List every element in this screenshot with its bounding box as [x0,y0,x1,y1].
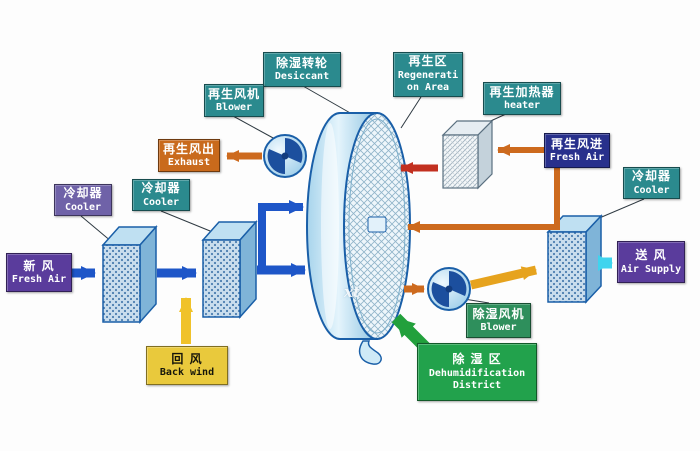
dehumid-fan-blade [431,282,449,307]
heater-front [442,134,479,189]
arrow-cooler2-to-wheel-upper [258,200,304,266]
leader-cooler-right [596,198,645,220]
label-exhaust-zh: 再生风出 [162,141,215,156]
regen-blower-fan [263,134,307,178]
label-exhaust-en: Exhaust [167,157,211,169]
label-dehumid-district: 除 湿 区 Dehumidification District [417,343,537,401]
dehumid-blower-fan [427,267,471,311]
wheel-seal-flap [358,340,382,365]
label-cooler-2: 冷却器 Cooler [132,179,190,211]
label-exhaust: 再生风出 Exhaust [158,139,220,172]
label-desiccant-wheel: 除湿转轮 Desiccant [263,52,341,87]
label-dehumid-district-en1: Dehumidification [428,367,526,379]
label-cooler-1-zh: 冷却器 [63,186,103,200]
label-desiccant-en: Desiccant [274,71,330,83]
label-dehumid-blower-en: Blower [480,322,517,334]
label-cooler-2-en: Cooler [142,196,180,208]
cooler-1-side [139,225,157,324]
wheel-highlight [321,123,339,329]
label-fresh-air-zh: 新 风 [23,258,55,273]
cooler-1-front [102,244,141,323]
cooler-unit-2 [201,220,258,319]
regen-fan-hub [281,152,289,160]
label-back-wind-zh: 回 风 [171,351,203,366]
label-dehumid-blower: 除湿风机 Blower [466,303,531,338]
label-regen-fresh-air: 再生风进 Fresh Air [544,133,610,168]
arrow-blower-to-cooler [469,265,538,290]
arrow-regen-air-path [407,168,560,233]
label-regen-blower-zh: 再生风机 [207,86,260,101]
label-fresh-air-en: Fresh Air [11,274,67,286]
label-regen-heater: 再生加热器 heater [483,82,561,115]
leader-desiccant [302,85,353,115]
dehumid-fan-blade [449,271,467,296]
flow-arrows [70,144,613,360]
label-air-supply-en: Air Supply [620,263,682,275]
label-regen-fresh-air-zh: 再生风进 [550,136,603,151]
label-cooler-1-en: Cooler [64,201,102,213]
leader-cooler-1 [80,215,113,243]
label-fresh-air: 新 风 Fresh Air [6,253,72,292]
label-cooler-right-zh: 冷却器 [631,169,671,183]
cooler-2-side [239,220,257,319]
leader-lines [80,85,645,304]
label-regen-heater-zh: 再生加热器 [489,84,555,99]
label-regen-area-zh: 再生区 [408,54,448,69]
label-regen-heater-en: heater [503,100,541,112]
label-regeneration-area: 再生区 Regenerati on Area [393,52,463,97]
cooler-right-front [547,231,587,303]
label-desiccant-zh: 除湿转轮 [275,55,328,70]
label-regen-area-en1: Regenerati [397,70,459,82]
label-back-wind: 回 风 Back wind [146,346,228,385]
label-cooler-right-en: Cooler [633,184,670,196]
label-back-wind-en: Back wind [159,367,215,379]
label-air-supply: 送 风 Air Supply [617,241,685,283]
cooler-2-front [202,239,241,318]
wheel-rim [348,118,406,334]
regen-fan-blade [285,138,303,163]
cooler-right-side [585,214,602,304]
regen-fan-blade [267,149,285,174]
leader-regen-blower [232,115,276,140]
label-regen-blower: 再生风机 Blower [204,84,264,117]
watermark-text: xt [344,283,360,301]
label-dehumid-district-en2: District [452,379,502,391]
leader-cooler-2 [160,210,216,234]
label-dehumid-blower-zh: 除湿风机 [472,306,525,321]
label-cooler-2-zh: 冷却器 [141,181,181,195]
label-regen-blower-en: Blower [215,102,253,114]
desiccant-wheel [306,112,411,365]
label-regen-area-en2: on Area [406,82,450,94]
label-cooler-right: 冷却器 Cooler [623,167,680,199]
heater-unit [441,119,494,190]
label-regen-fresh-air-en: Fresh Air [549,152,605,164]
label-dehumid-district-zh: 除 湿 区 [452,351,502,366]
label-cooler-1: 冷却器 Cooler [54,184,112,216]
label-air-supply-zh: 送 风 [635,248,667,262]
wheel-hub [367,216,387,233]
cooler-unit-1 [101,225,158,324]
leader-regen-area [400,96,422,129]
dehumid-fan-hub [445,285,453,293]
